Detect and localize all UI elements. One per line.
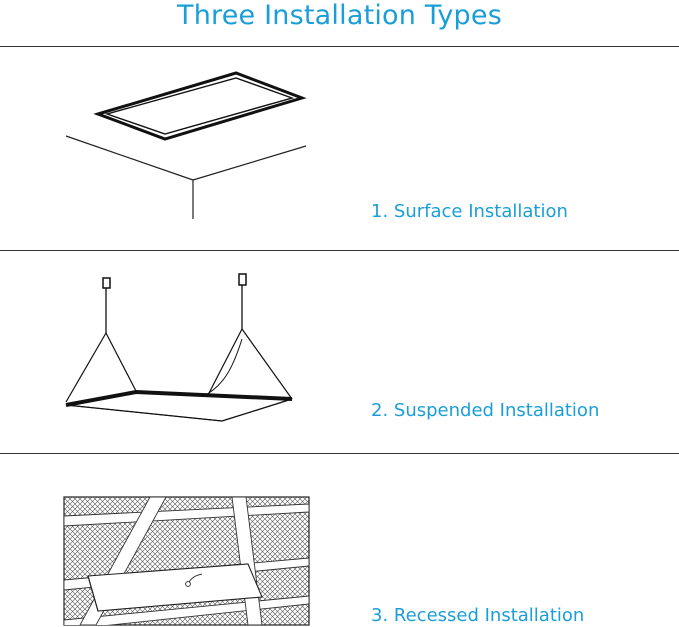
suspended-installation-illustration xyxy=(65,273,293,422)
section-surface-installation: 1. Surface Installation xyxy=(0,47,679,250)
surface-installation-label: 1. Surface Installation xyxy=(371,201,568,222)
recessed-installation-illustration xyxy=(63,496,310,626)
section-suspended-installation: 2. Suspended Installation xyxy=(0,251,679,453)
divider-1 xyxy=(0,250,679,251)
suspended-installation-label: 2. Suspended Installation xyxy=(371,400,600,421)
divider-top xyxy=(0,46,679,47)
page-title: Three Installation Types xyxy=(177,0,502,31)
divider-2 xyxy=(0,453,679,454)
surface-installation-illustration xyxy=(65,71,307,219)
section-recessed-installation: 3. Recessed Installation xyxy=(0,454,679,626)
recessed-installation-label: 3. Recessed Installation xyxy=(371,605,585,626)
